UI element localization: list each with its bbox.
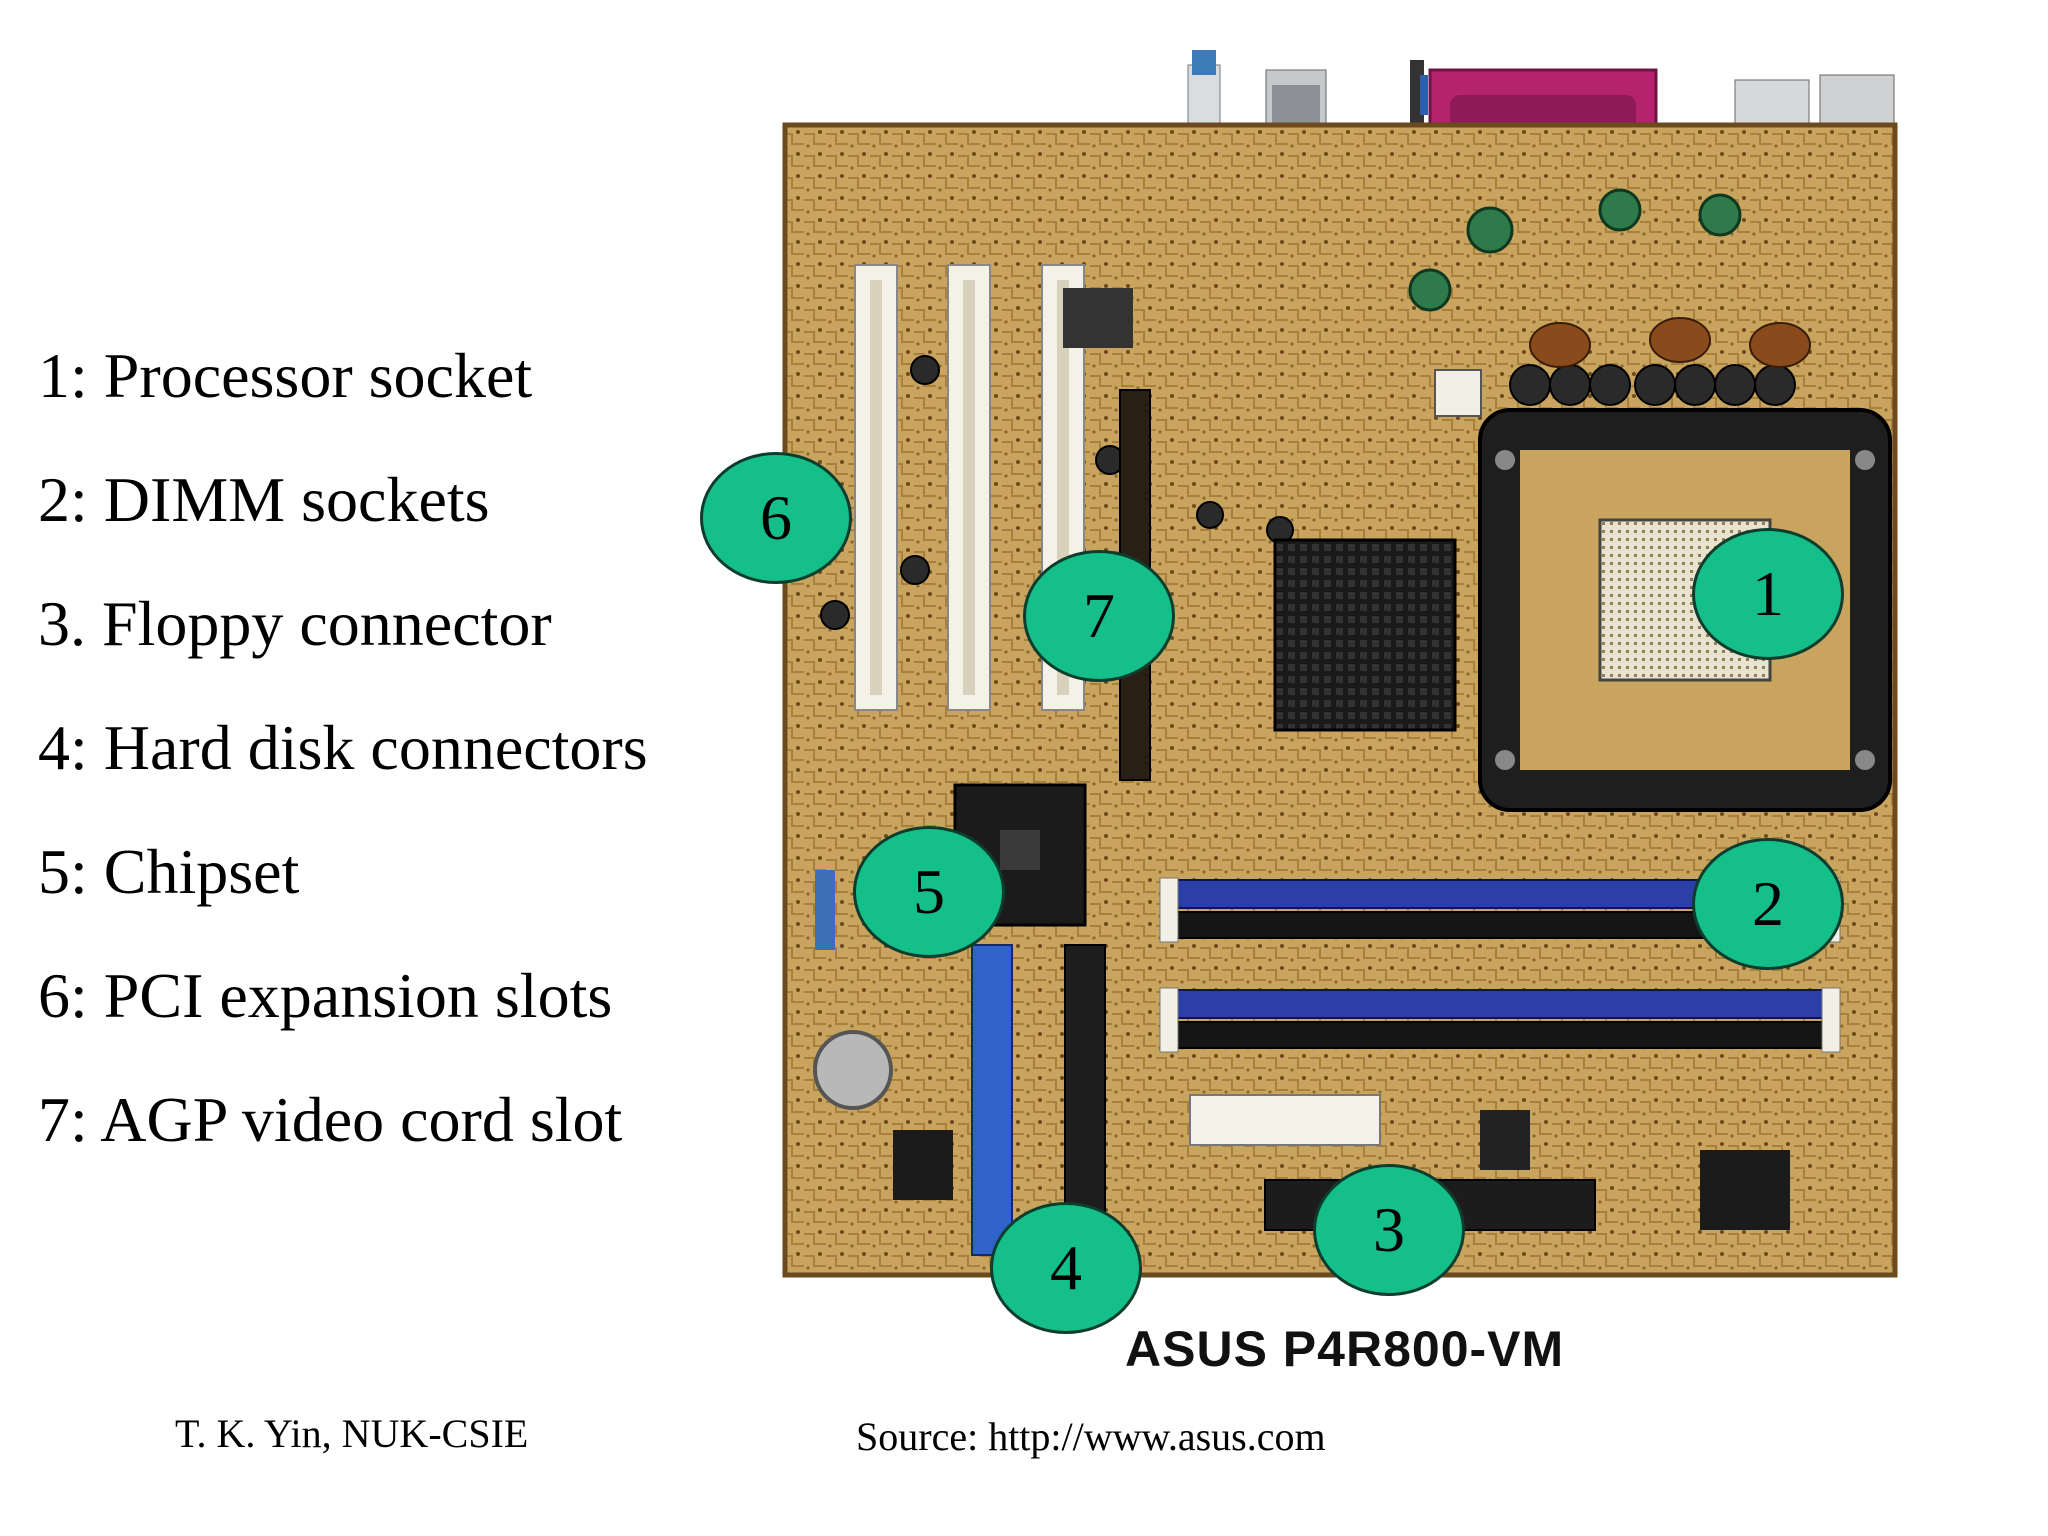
legend-item-pci-slots: 6: PCI expansion slots	[38, 960, 613, 1031]
legend-item-processor-socket: 1: Processor socket	[38, 340, 533, 411]
callout-4: 4	[990, 1202, 1142, 1334]
callout-3: 3	[1313, 1164, 1465, 1296]
northbridge-heatsink	[1273, 538, 1457, 732]
legend-item-floppy-connector: 3. Floppy connector	[38, 588, 552, 659]
callout-5: 5	[853, 826, 1005, 958]
board-model-label: ASUS P4R800-VM	[1125, 1321, 1565, 1377]
motherboard-image	[760, 40, 1920, 1320]
dimm-slots	[1159, 877, 1841, 1053]
ide-connector-primary	[971, 944, 1013, 1256]
callout-6: 6	[700, 452, 852, 584]
cpu-socket	[1478, 408, 1892, 812]
legend-item-agp-slot: 7: AGP video cord slot	[38, 1084, 623, 1155]
callout-1: 1	[1692, 528, 1844, 660]
source-credit: Source: http://www.asus.com	[856, 1414, 1326, 1459]
author-credit: T. K. Yin, NUK-CSIE	[175, 1411, 529, 1456]
legend-item-chipset: 5: Chipset	[38, 836, 300, 907]
legend-item-dimm-sockets: 2: DIMM sockets	[38, 464, 490, 535]
callout-2: 2	[1692, 838, 1844, 970]
callout-7: 7	[1023, 550, 1175, 682]
capacitors	[1408, 188, 1742, 312]
legend-item-hard-disk-connectors: 4: Hard disk connectors	[38, 712, 648, 783]
cmos-battery	[813, 1030, 893, 1110]
